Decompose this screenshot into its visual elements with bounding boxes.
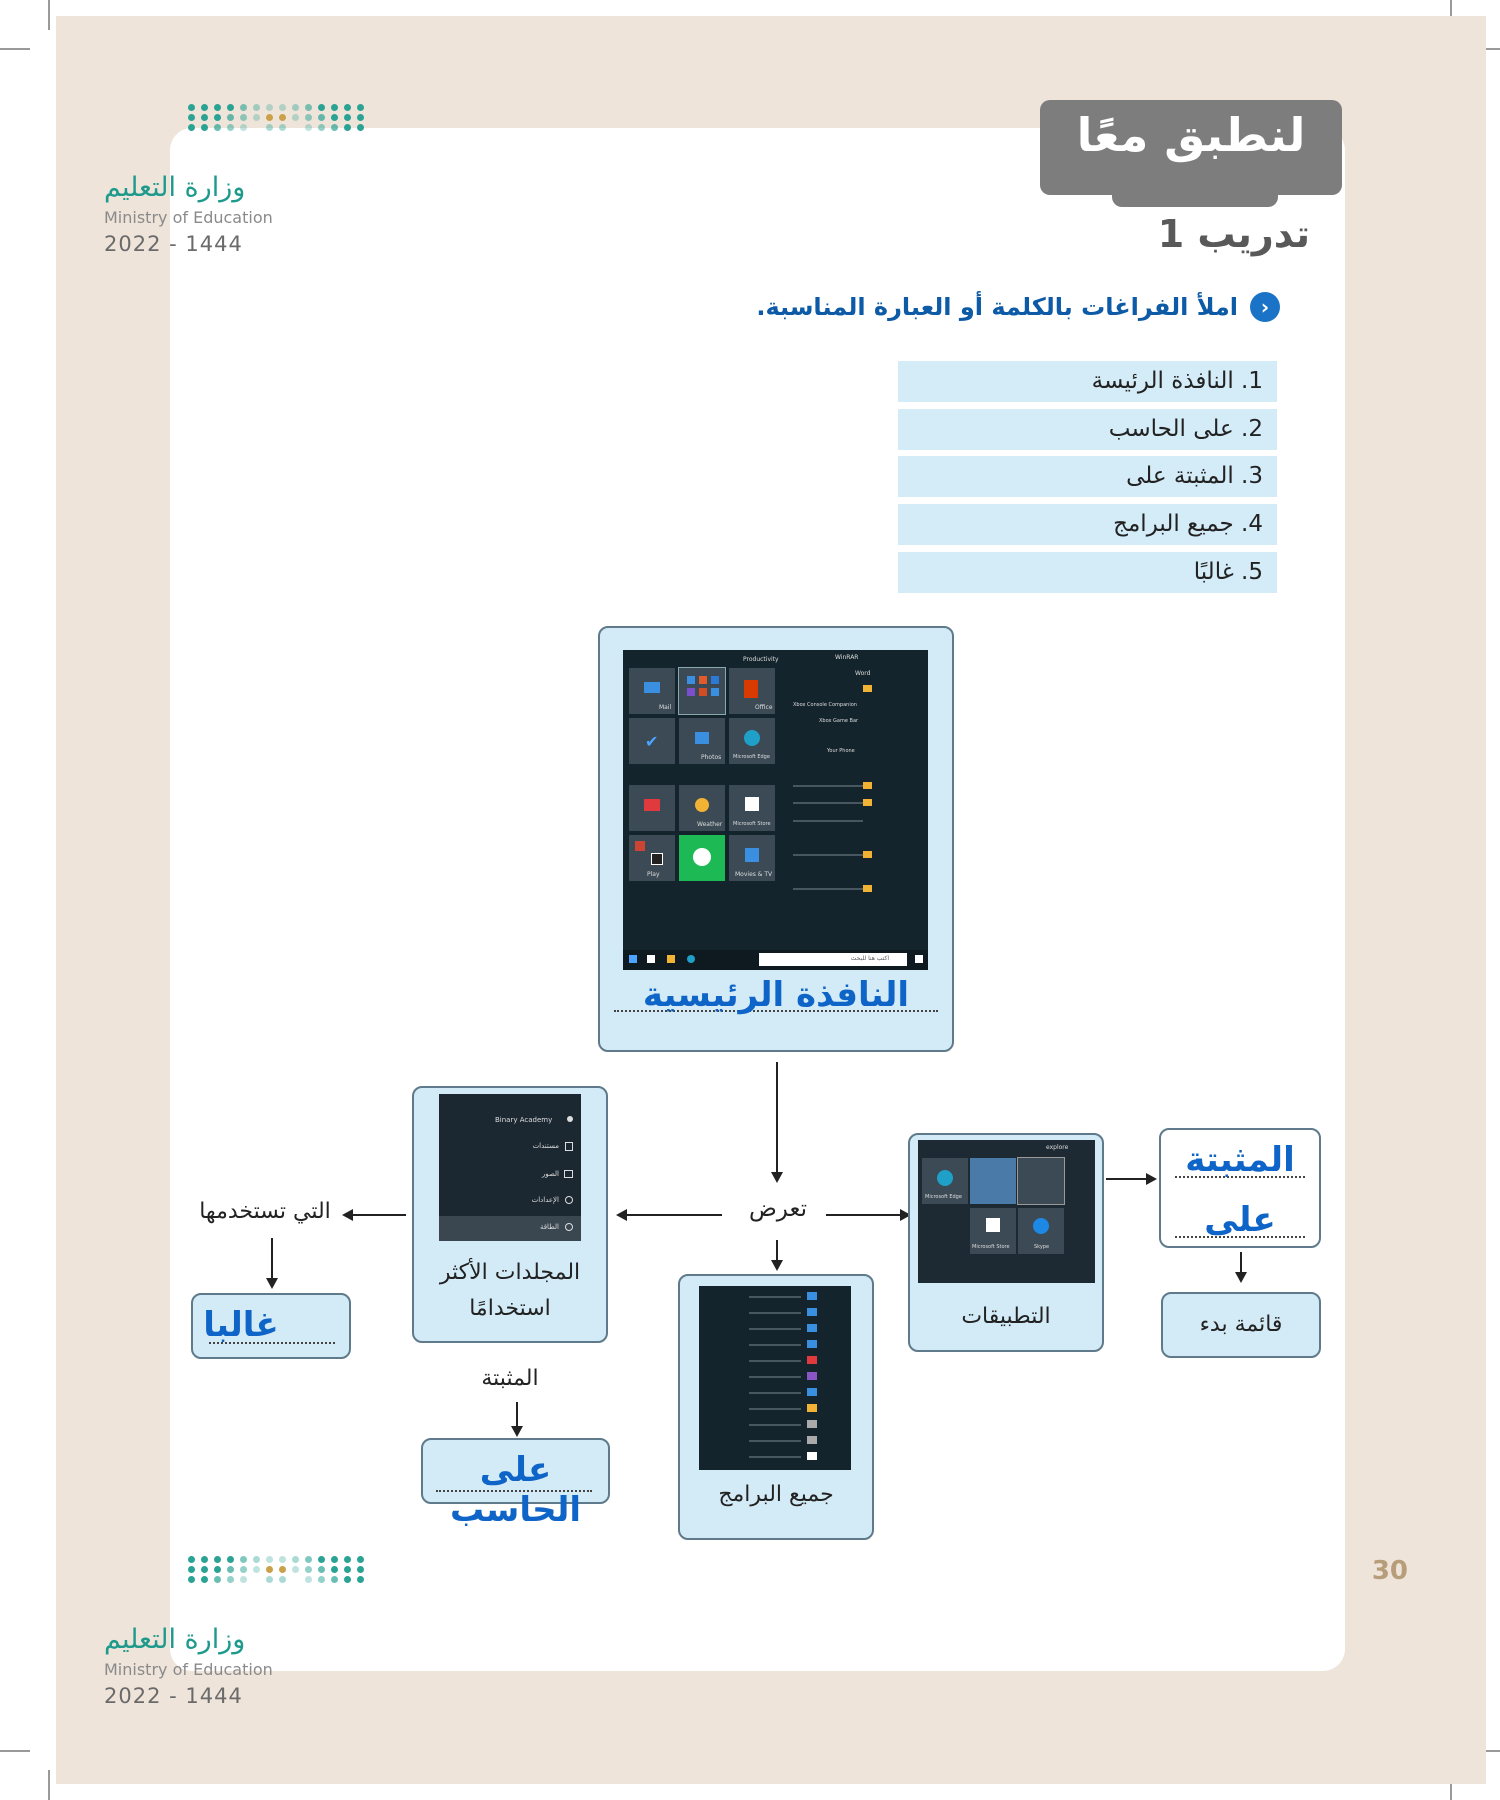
app-xbox-game-bar: Xbox Game Bar <box>819 718 859 724</box>
folders-caption-2: استخدامًا <box>469 1296 551 1321</box>
ministry-logo-top <box>188 104 367 131</box>
tile-edge: Microsoft Edge <box>922 1158 968 1204</box>
training-heading: تدريب 1 <box>1157 212 1310 256</box>
tile-news <box>629 785 675 831</box>
all-programs-screenshot <box>699 1286 851 1470</box>
document-icon <box>565 1142 573 1151</box>
user-icon <box>567 1116 573 1122</box>
tile-folder <box>678 667 726 715</box>
you-use-label: التي تستخدمها <box>199 1199 331 1224</box>
ministry-name-ar: وزارة التعليم <box>104 172 246 203</box>
pinned-label: المثبتة <box>481 1366 539 1391</box>
tile-play: Play <box>629 835 675 881</box>
chevron-left-icon: ‹ <box>1250 292 1280 322</box>
word-bank-item: 4. جميع البرامج <box>898 504 1277 545</box>
displays-label: تعرض <box>749 1196 807 1222</box>
tile-office: Office <box>729 668 775 714</box>
often-answer-box <box>191 1293 351 1359</box>
tile-photos: Photos <box>679 718 725 764</box>
answer-dotted-line <box>614 1010 938 1012</box>
page-title: لنطبق معًا <box>1076 108 1306 162</box>
start-menu-box <box>1161 1292 1321 1358</box>
documents-item: مستندات <box>532 1142 559 1150</box>
tile-weather: Weather <box>679 785 725 831</box>
tile-weather <box>970 1158 1016 1204</box>
word-bank-item: 5. غالبًا <box>898 552 1277 593</box>
word-bank-item: 3. المثبتة على <box>898 456 1277 497</box>
instruction-row: ‹ املأ الفراغات بالكلمة أو العبارة المنا… <box>756 292 1280 322</box>
tile-spotify <box>679 835 725 881</box>
settings-item: الإعدادات <box>531 1196 559 1204</box>
word-bank-item: 1. النافذة الرئيسة <box>898 361 1277 402</box>
picture-icon <box>564 1170 573 1178</box>
answer-pinned-1: المثبتة <box>1185 1140 1295 1180</box>
start-menu-label: قائمة بدء <box>1199 1312 1283 1337</box>
pinned-answer-box <box>1159 1128 1321 1248</box>
taskbar: اكتب هنا للبحث <box>623 950 928 970</box>
group-productivity: Productivity <box>743 656 779 663</box>
answer-dotted-line <box>209 1342 335 1344</box>
tile-store: Microsoft Store <box>729 785 775 831</box>
answer-dotted-line <box>436 1490 592 1492</box>
taskbar-search: اكتب هنا للبحث <box>759 953 907 966</box>
explore-label: explore <box>1046 1144 1069 1151</box>
app-xbox-companion: Xbox Console Companion <box>793 702 857 708</box>
logo-dots <box>188 1556 367 1583</box>
logo-dots <box>188 104 367 131</box>
ministry-name-en: Ministry of Education <box>104 1660 273 1679</box>
answer-main-window: النافذة الرئيسية <box>642 975 910 1015</box>
ministry-year: 2022 - 1444 <box>104 1684 243 1708</box>
answer-pc: على الحاسب <box>449 1450 582 1530</box>
apps-caption: التطبيقات <box>961 1304 1051 1329</box>
page-number: 30 <box>1371 1556 1408 1586</box>
tile-mail: Mail <box>629 668 675 714</box>
folders-caption-1: المجلدات الأكثر <box>439 1260 581 1285</box>
pc-answer-box <box>421 1438 610 1504</box>
title-banner <box>1040 100 1342 207</box>
app-word: Word <box>855 670 871 677</box>
tile-store: Microsoft Store <box>970 1208 1016 1254</box>
tile-skype: Skype <box>1018 1208 1064 1254</box>
ministry-name-en: Ministry of Education <box>104 208 273 227</box>
ministry-logo-bottom <box>188 1556 367 1583</box>
pictures-item: الصور <box>541 1170 559 1178</box>
answer-pinned-2: على <box>1204 1200 1276 1240</box>
answer-dotted-line <box>1175 1176 1305 1178</box>
start-menu-screenshot: Productivity Mail Office ✔ Photos Micros… <box>623 650 928 970</box>
gear-icon <box>565 1196 573 1204</box>
tile-todo: ✔ <box>629 718 675 764</box>
ministry-name-ar: وزارة التعليم <box>104 1624 246 1655</box>
instruction-text: املأ الفراغات بالكلمة أو العبارة المناسب… <box>756 293 1238 321</box>
answer-often: غالبا <box>203 1305 279 1345</box>
tile-movies: Movies & TV <box>729 835 775 881</box>
all-programs-caption: جميع البرامج <box>718 1482 834 1507</box>
app-winrar: WinRAR <box>835 654 859 661</box>
binary-academy: Binary Academy <box>495 1116 553 1124</box>
tile-calendar <box>1017 1157 1065 1205</box>
power-icon <box>565 1223 573 1231</box>
tile-edge: Microsoft Edge <box>729 718 775 764</box>
folders-screenshot: Binary Academy مستندات الصور الإعدادات ا… <box>439 1094 581 1241</box>
word-bank-item: 2. على الحاسب <box>898 409 1277 450</box>
app-your-phone: Your Phone <box>827 748 855 754</box>
ministry-year: 2022 - 1444 <box>104 232 243 256</box>
power-row: الطاقة <box>439 1216 581 1241</box>
apps-screenshot: explore Microsoft Edge Microsoft Store S… <box>918 1140 1095 1283</box>
answer-dotted-line <box>1175 1236 1305 1238</box>
